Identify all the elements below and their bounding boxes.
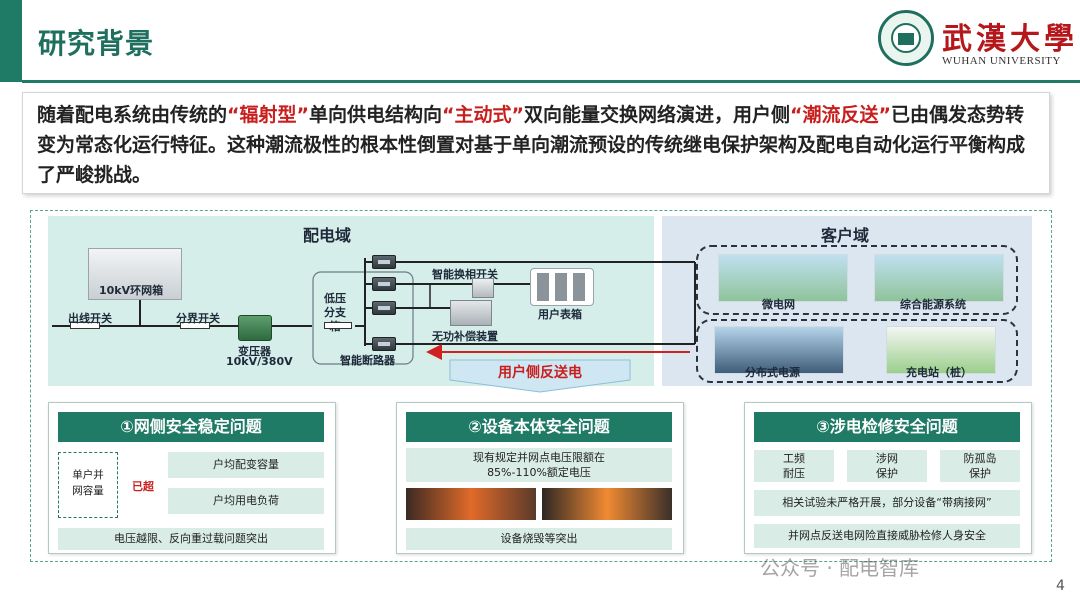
microgrid-image <box>718 254 848 302</box>
exceed-label: 已超 <box>132 478 154 494</box>
meter-grid <box>537 273 587 301</box>
charging-station-label: 充电站（桩） <box>906 364 972 380</box>
maintenance-description: 相关试验未严格开展，部分设备“带病接网” <box>754 490 1020 516</box>
integrated-energy-image <box>874 254 1004 302</box>
smart-breaker-label: 智能断路器 <box>340 352 395 368</box>
burned-equipment-photo-1 <box>406 488 536 520</box>
page-number: 4 <box>1056 578 1065 594</box>
reactive-comp-image <box>450 300 492 326</box>
problem-footer-maintenance-safety: 并网点反送电网险直接威胁检修人身安全 <box>754 524 1020 548</box>
tag-frequency-withstand: 工频 耐压 <box>754 450 834 482</box>
problem-title-maintenance-safety: ③涉电检修安全问题 <box>754 412 1020 442</box>
problem-footer-grid-stability: 电压越限、反向重过载问题突出 <box>58 528 324 550</box>
tag-anti-islanding: 防孤岛 保护 <box>940 450 1020 482</box>
capacity-label: 单户并 网容量 <box>58 452 118 518</box>
smart-breaker-2 <box>372 277 396 291</box>
integrated-energy-label: 综合能源系统 <box>900 296 966 312</box>
distributed-pv-label: 分布式电源 <box>745 364 800 380</box>
wechat-watermark: 公众号 · 配电智库 <box>760 552 919 581</box>
transformer-rating-label: 10kV/380V <box>226 355 293 368</box>
avg-load-row: 户均用电负荷 <box>168 488 324 514</box>
ring-main-unit-label: 10kV环网箱 <box>99 282 163 298</box>
user-meter-box-label: 用户表箱 <box>538 306 582 322</box>
smart-breaker-1 <box>372 255 396 269</box>
microgrid-label: 微电网 <box>762 296 795 312</box>
burned-equipment-photo-2 <box>542 488 672 520</box>
boundary-switch-label: 分界开关 <box>176 310 220 326</box>
outgoing-switch-label: 出线开关 <box>68 310 112 326</box>
voltage-limit-description: 现有规定并网点电压限额在 85%-110%额定电压 <box>406 448 672 482</box>
phase-switch-image <box>472 278 494 298</box>
reverse-flow-label: 用户侧反送电 <box>452 362 628 382</box>
avg-transformer-capacity-row: 户均配变容量 <box>168 452 324 478</box>
transformer-image <box>238 315 272 341</box>
smart-breaker-3 <box>372 301 396 315</box>
problem-title-equipment-safety: ②设备本体安全问题 <box>406 412 672 442</box>
problem-footer-equipment-safety: 设备烧毁等突出 <box>406 528 672 550</box>
tag-grid-protection: 涉网 保护 <box>847 450 927 482</box>
branch-switch-symbol <box>324 322 352 329</box>
reactive-comp-label: 无功补偿装置 <box>432 328 498 344</box>
smart-breaker-4 <box>372 337 396 351</box>
problem-title-grid-stability: ①网侧安全稳定问题 <box>58 412 324 442</box>
